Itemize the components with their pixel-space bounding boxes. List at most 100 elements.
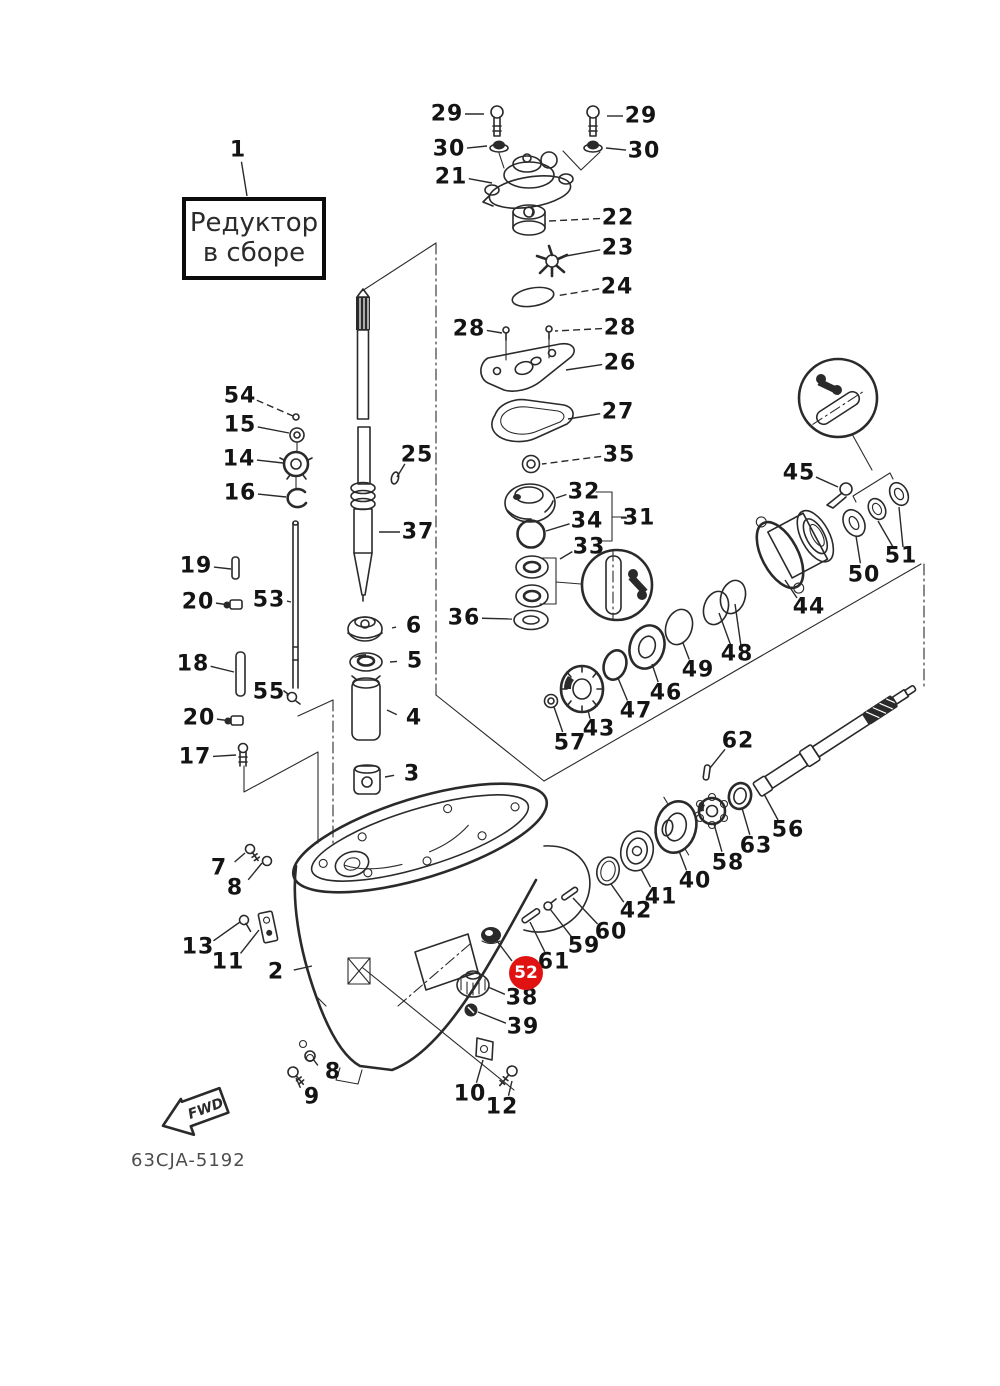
callout-31: 31 [622,505,656,531]
callout-29a: 29 [430,101,464,127]
nut-39 [464,1003,478,1017]
bolt-7 [244,843,261,862]
sleeve-4 [351,675,381,741]
callout-27: 27 [601,399,635,425]
callout-30b: 30 [627,138,661,164]
callout-18: 18 [176,651,210,677]
ring-48-b [719,579,747,615]
bearing-46 [628,624,666,670]
fwd-arrow: FWD [161,1086,230,1137]
ring-63 [727,781,753,811]
callout-28a: 28 [452,316,486,342]
cap-52-part [481,927,501,945]
magnifier-circle-bearing [580,548,654,622]
driveshaft-parts [347,288,400,795]
callout-41: 41 [644,884,678,910]
plate-26 [480,342,575,392]
callout-47: 47 [619,698,653,724]
washer-35 [521,454,541,474]
bolt-29-left [490,105,504,137]
assembly-label-line1: Редуктор [189,207,319,238]
callout-58: 58 [711,850,745,876]
callout-19: 19 [179,553,213,579]
callout-44: 44 [792,594,826,620]
gasket-27 [491,398,574,443]
bolt-12 [498,1065,518,1087]
assembly-label-box: Редуктор в сборе [182,197,326,280]
callout-21: 21 [434,164,468,190]
pin-60 [561,886,579,901]
callout-8a: 8 [226,875,244,901]
callout-2: 2 [267,959,285,985]
callout-37: 37 [401,519,435,545]
o-ring-49 [664,608,694,646]
callout-38: 38 [505,985,539,1011]
callout-51: 51 [884,543,918,569]
bearing-41 [619,830,655,872]
callout-4: 4 [405,705,423,731]
callout-11: 11 [211,949,245,975]
seal-5 [349,652,383,672]
gear-38 [456,970,490,998]
callout-26: 26 [603,350,637,376]
callout-24: 24 [600,274,634,300]
callout-35: 35 [602,442,636,468]
callout-15: 15 [223,412,257,438]
bearing-33-lower [515,584,549,608]
bracket-33 [539,557,582,605]
callout-59: 59 [567,933,601,959]
callout-63: 63 [739,833,773,859]
anode-10 [475,1037,494,1061]
callout-36: 36 [447,605,481,631]
o-ring-47 [602,649,628,681]
bearing-carrier-44 [755,509,835,594]
clutch-dog-58 [695,792,729,830]
washer-8-upper [261,855,273,867]
callout-62: 62 [721,728,755,754]
washer-51a [867,497,887,521]
assembly-label-line2: в сборе [202,237,306,268]
nut-30-right [583,140,603,153]
callout-33: 33 [572,534,606,560]
callout-57: 57 [553,730,587,756]
magnifier-circle-clip [797,357,879,471]
callout-23: 23 [601,235,635,261]
bracket-50-51 [852,472,894,503]
bolt-45 [826,482,853,509]
callout-30a: 30 [432,136,466,162]
plate-11 [257,910,279,944]
callout-29b: 29 [624,103,658,129]
callout-50: 50 [847,562,881,588]
bearing-housing-32 [504,483,556,523]
callout-12: 12 [485,1094,519,1120]
callout-10: 10 [453,1081,487,1107]
callout-17: 17 [178,744,212,770]
left-hardware [238,843,518,1087]
callout-5: 5 [406,648,424,674]
bushing-6 [347,616,383,642]
callout-3: 3 [403,761,421,787]
washer-57 [543,693,559,709]
drawing-code: 63CJA-5192 [131,1150,246,1171]
pump-housing-21 [482,151,574,209]
pin-62 [702,764,711,781]
shift-rod-parts [223,413,313,767]
callout-55: 55 [252,679,286,705]
pin-28-right [545,325,553,340]
bearing-33-upper [515,555,549,579]
bushing-3 [353,764,381,795]
callout-13: 13 [181,934,215,960]
callout-9: 9 [303,1084,321,1110]
callout-16: 16 [223,480,257,506]
highlighted-part-badge[interactable]: 52 [509,956,543,990]
tube-18 [235,651,246,697]
callout-48: 48 [720,641,754,667]
nut-30-left [489,140,509,153]
callout-42: 42 [619,898,653,924]
water-pump-parts [480,105,627,631]
pin-61 [521,908,541,924]
o-ring-24 [511,286,555,308]
callout-8b: 8 [324,1059,342,1085]
